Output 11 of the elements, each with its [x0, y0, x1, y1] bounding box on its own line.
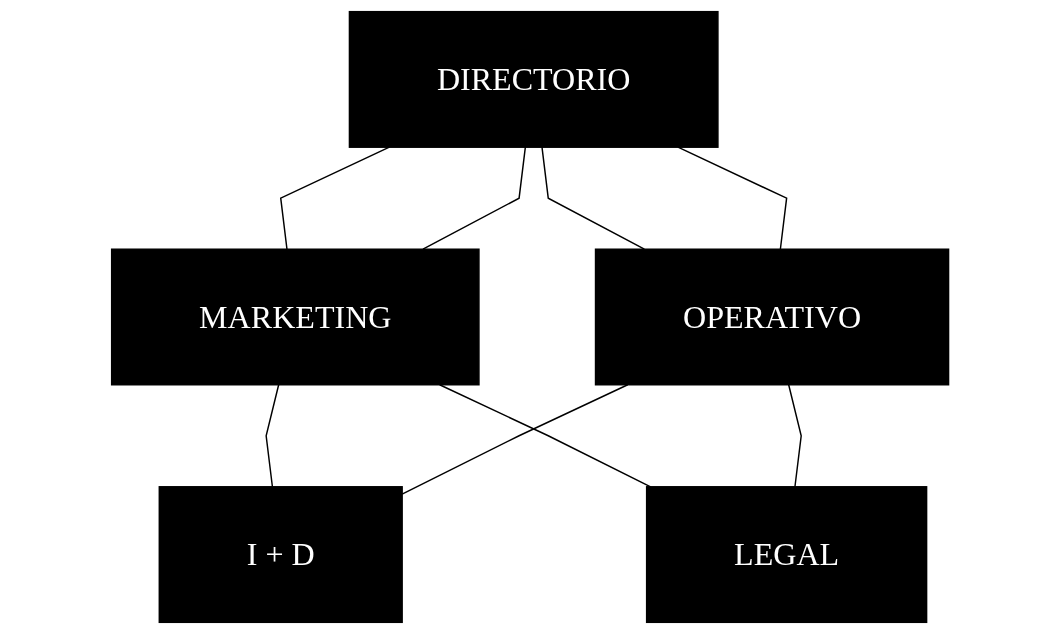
connector [439, 384, 652, 488]
node-box: LEGAL [646, 486, 928, 624]
node-box: OPERATIVO [595, 248, 950, 386]
connector [541, 146, 646, 250]
connector [788, 384, 803, 488]
node-box: DIRECTORIO [349, 10, 719, 148]
node-box: MARKETING [111, 248, 481, 386]
connector [422, 146, 527, 250]
connector [677, 146, 788, 250]
connector [265, 384, 280, 488]
node-box: I + D [158, 486, 404, 624]
